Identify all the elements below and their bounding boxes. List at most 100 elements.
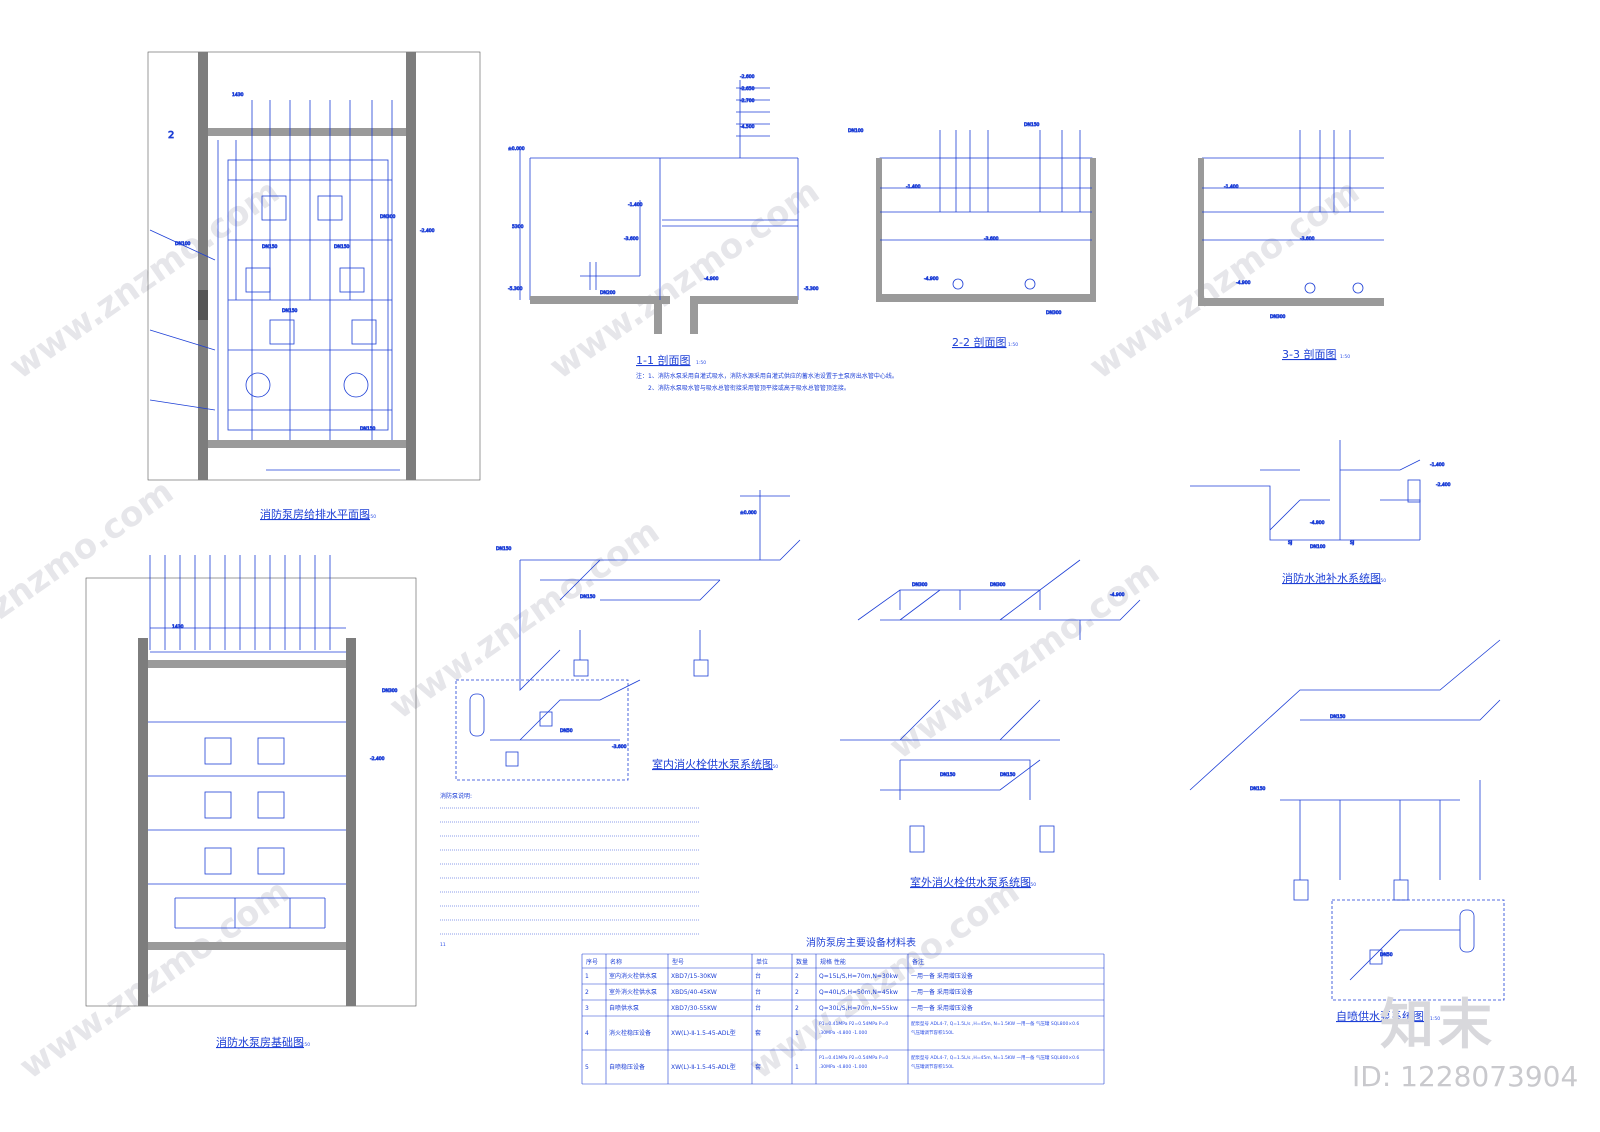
elevation-label: ±0.000: [740, 510, 757, 516]
pipe-size-label: DN50: [560, 728, 573, 734]
table-cell: Q=15L/S,H=70m,N=30kw: [819, 973, 898, 980]
watermark-brand: 知末: [1380, 993, 1496, 1056]
table-cell: 1: [795, 1030, 799, 1037]
table-cell: 2: [795, 973, 799, 980]
outdoor-system: DN150 DN150: [840, 699, 1060, 853]
pipe-size-label: DN200: [600, 290, 616, 296]
pump-notes-title: 消防泵说明:: [440, 792, 472, 800]
plan-title: 消防泵房给排水平面图: [260, 507, 370, 521]
section-2-2-scale: 1:50: [1008, 342, 1018, 348]
makeup-scale: 1:50: [1376, 578, 1386, 584]
pipe-size-label: DN100: [175, 241, 191, 247]
table-cell: XW(L)-Ⅱ-1.5-45-ADL型: [671, 1063, 736, 1071]
outdoor-pipe-network: DN300 DN300 -4.900: [857, 559, 1141, 640]
watermark-id: ID: 1228073904: [1352, 1060, 1579, 1093]
table-cell: 4: [585, 1030, 589, 1037]
pump-notes: [440, 807, 700, 935]
pipe-size-label: DN150: [282, 308, 298, 314]
section-1-1-scale: 1:50: [696, 360, 706, 366]
watermark-text: www.znzmo.com: [2, 171, 287, 387]
table-header-cell: 型号: [672, 958, 684, 966]
table-header-cell: 单位: [756, 958, 768, 966]
table-header-cell: 序号: [586, 958, 598, 966]
foundation-title: 消防水泵房基础图: [216, 1035, 304, 1049]
indoor-scale: 1:50: [768, 764, 778, 770]
section-1-1-title: 1-1 剖面图: [636, 353, 690, 367]
pipe-label: SJ: [1350, 540, 1354, 546]
table-cell: 1: [585, 973, 589, 980]
table-cell: P1=0.41MPa P2=0.54MPa P=0: [819, 1021, 888, 1027]
spray-scale: 1:50: [1430, 1016, 1440, 1022]
watermark-text: znzmo.com: [0, 472, 181, 628]
table-cell: 台: [755, 1004, 761, 1012]
table-cell: 一用一备 采用增压设备: [911, 988, 973, 996]
makeup-system: SJ SJ DN100 -1.400 -2.400 -4.800: [1190, 440, 1451, 550]
table-cell: 台: [755, 988, 761, 996]
table-cell: XBD7/15-30KW: [671, 973, 717, 980]
elevation-label: -3.600: [1300, 236, 1315, 242]
pipe-size-label: DN300: [382, 688, 398, 694]
pipe-size-label: DN300: [912, 582, 928, 588]
pipe-size-label: DN150: [1000, 772, 1016, 778]
foundation-scale: 1:50: [300, 1042, 310, 1048]
spray-system: DN150 DN150 DN50: [1189, 639, 1505, 1001]
pipe-size-label: DN150: [496, 546, 512, 552]
dimension-label: 1430: [232, 92, 244, 98]
pipe-size-label: DN150: [1250, 786, 1266, 792]
elevation-label: -5.300: [804, 286, 819, 292]
elevation-label: -2.700: [740, 98, 755, 104]
elevation-label: -1.400: [1224, 184, 1239, 190]
table-cell: 一用一备 采用增压设备: [911, 1004, 973, 1012]
table-cell: XBD7/30-55KW: [671, 1005, 717, 1012]
dimension-label: 5300: [512, 224, 524, 230]
pipe-size-label: DN150: [334, 244, 350, 250]
watermark-text: www.znzmo.com: [12, 871, 297, 1087]
table-header-cell: 规格 性能: [820, 958, 846, 966]
elevation-label: -2.400: [1436, 482, 1451, 488]
table-cell: P1=0.41MPa P2=0.54MPa P=0: [819, 1055, 888, 1061]
table-cell: 1: [795, 1064, 799, 1071]
makeup-title: 消防水池补水系统图: [1282, 571, 1381, 585]
table-cell: XW(L)-Ⅱ-1.5-45-ADL型: [671, 1029, 736, 1037]
spray-title: 自喷供水泵系统图: [1336, 1009, 1424, 1023]
elevation-label: -1.400: [628, 202, 643, 208]
table-cell: 2: [795, 989, 799, 996]
section-3-3-title: 3-3 剖面图: [1282, 347, 1336, 361]
outdoor-scale: 1:50: [1026, 882, 1036, 888]
table-cell: 室内消火栓供水泵: [609, 972, 657, 980]
grid-label: 2: [168, 130, 174, 141]
elevation-label: -4.900: [704, 276, 719, 282]
table-cell: 室外消火栓供水泵: [609, 988, 657, 996]
elevation-label: -4.900: [924, 276, 939, 282]
table-cell: Q=30L/S,H=70m,N=55kw: [819, 1005, 898, 1012]
elevation-label: -3.600: [984, 236, 999, 242]
outdoor-title: 室外消火栓供水泵系统图: [910, 875, 1031, 889]
table-cell: 配泵型号 ADL4-7, Q=1.5L/s ,H=45m, N=1.5KW 一用…: [911, 1054, 1079, 1061]
table-header-cell: 名称: [610, 958, 622, 966]
elevation-label: -2.400: [370, 756, 385, 762]
table-cell: 自喷供水泵: [609, 1004, 639, 1012]
section-2-2-title: 2-2 剖面图: [952, 335, 1006, 349]
table-cell: 台: [755, 972, 761, 980]
elevation-label: -5.300: [508, 286, 523, 292]
elevation-label: ±0.000: [508, 146, 525, 152]
table-cell-continued: 气压罐调节容积150L: [911, 1029, 954, 1036]
elevation-label: -4.900: [1110, 592, 1125, 598]
table-cell: XBD5/40-45KW: [671, 989, 717, 996]
table-cell: Q=40L/S,H=50m,N=45kw: [819, 989, 898, 996]
table-cell: 2: [585, 989, 589, 996]
section-note: 2、消防水泵吸水管与吸水总管衔接采用管顶平接或高于吸水总管管顶连接。: [648, 384, 850, 392]
table-cell: 2: [795, 1005, 799, 1012]
pipe-size-label: DN150: [1024, 122, 1040, 128]
table-cell: 3: [585, 1005, 589, 1012]
section-3-3: -1.400 -3.600 -4.900 DN300: [1198, 130, 1384, 320]
elevation-label: -4.500: [740, 124, 755, 130]
table-cell: 一用一备 采用增压设备: [911, 972, 973, 980]
table-cell-continued: .30MPa -4.800 -1.000: [819, 1064, 867, 1070]
pipe-size-label: DN150: [940, 772, 956, 778]
elevation-label: -1.400: [1430, 462, 1445, 468]
dimension-label: 1430: [172, 624, 184, 630]
table-cell: 配泵型号 ADL4-7, Q=1.5L/s ,H=45m, N=1.5KW 一用…: [911, 1020, 1079, 1027]
